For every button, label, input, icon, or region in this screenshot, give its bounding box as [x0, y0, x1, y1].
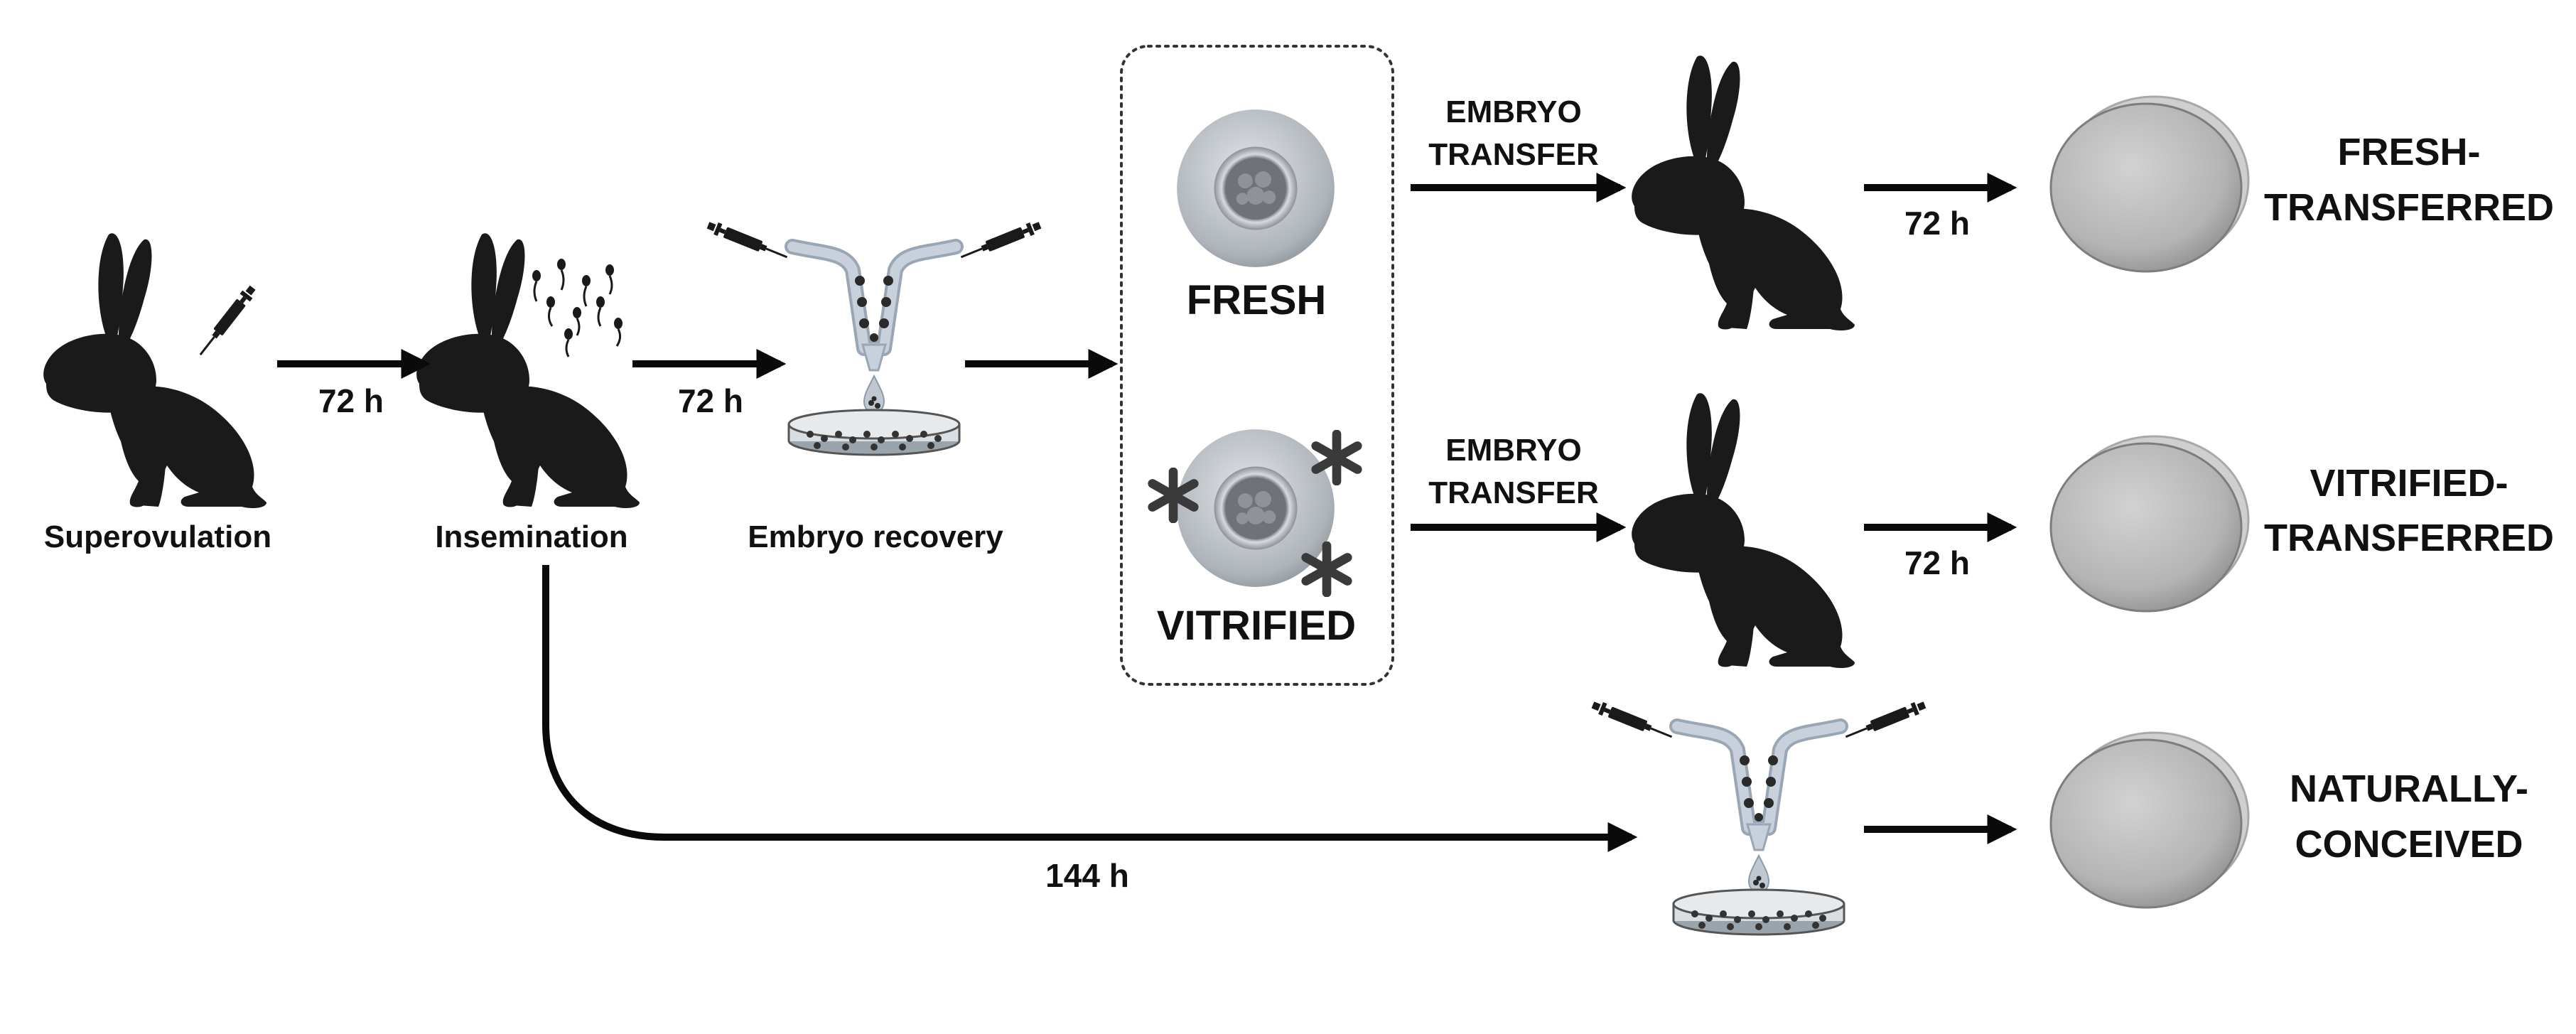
transfer-label-fresh-line1: EMBRYO	[1445, 95, 1582, 129]
rabbit-icon-vitrified-recipient	[1632, 393, 1855, 668]
interval-label-2: 72 h	[678, 382, 743, 419]
outcome-label-natural-line1: NATURALLY-	[2290, 768, 2528, 810]
syringe-icon-injection	[194, 282, 259, 360]
interval-label-fresh: 72 h	[1904, 205, 1970, 242]
arrow-natural-144h	[542, 565, 1638, 852]
group-label-vitrified: VITRIFIED	[1157, 603, 1356, 649]
group-label-fresh: FRESH	[1187, 277, 1327, 323]
interval-label-vitrified: 72 h	[1904, 544, 1970, 581]
transfer-label-vitrified-line2: TRANSFER	[1428, 475, 1599, 510]
step-label-embryo-recovery: Embryo recovery	[748, 519, 1003, 554]
interval-label-1: 72 h	[318, 382, 384, 419]
outcome-label-natural-line2: CONCEIVED	[2295, 823, 2523, 866]
fresh-embryo-image	[1177, 109, 1335, 267]
sperm-icon	[532, 259, 623, 357]
outcome-label-fresh-line1: FRESH-	[2338, 131, 2481, 173]
rabbit-icon-fresh-recipient	[1632, 55, 1855, 330]
outcome-label-vitrified-line2: TRANSFERRED	[2264, 517, 2554, 559]
rabbit-icon-insemination	[416, 233, 640, 508]
step-label-insemination: Insemination	[435, 519, 627, 554]
blastocyst-image-natural	[2049, 731, 2250, 909]
outcome-label-fresh-line2: TRANSFERRED	[2264, 186, 2554, 229]
blastocyst-image-vitrified	[2049, 435, 2250, 613]
embryo-recovery-apparatus-icon	[706, 220, 1042, 455]
interval-label-natural: 144 h	[1045, 857, 1129, 894]
embryo-recovery-apparatus-natural-icon	[1590, 699, 1927, 935]
transfer-label-vitrified-line1: EMBRYO	[1445, 433, 1582, 468]
outcome-label-vitrified-line1: VITRIFIED-	[2310, 462, 2508, 505]
blastocyst-image-fresh	[2049, 95, 2250, 273]
step-label-superovulation: Superovulation	[44, 519, 271, 554]
rabbit-icon-superovulation	[43, 233, 266, 508]
transfer-label-fresh-line2: TRANSFER	[1428, 137, 1599, 172]
